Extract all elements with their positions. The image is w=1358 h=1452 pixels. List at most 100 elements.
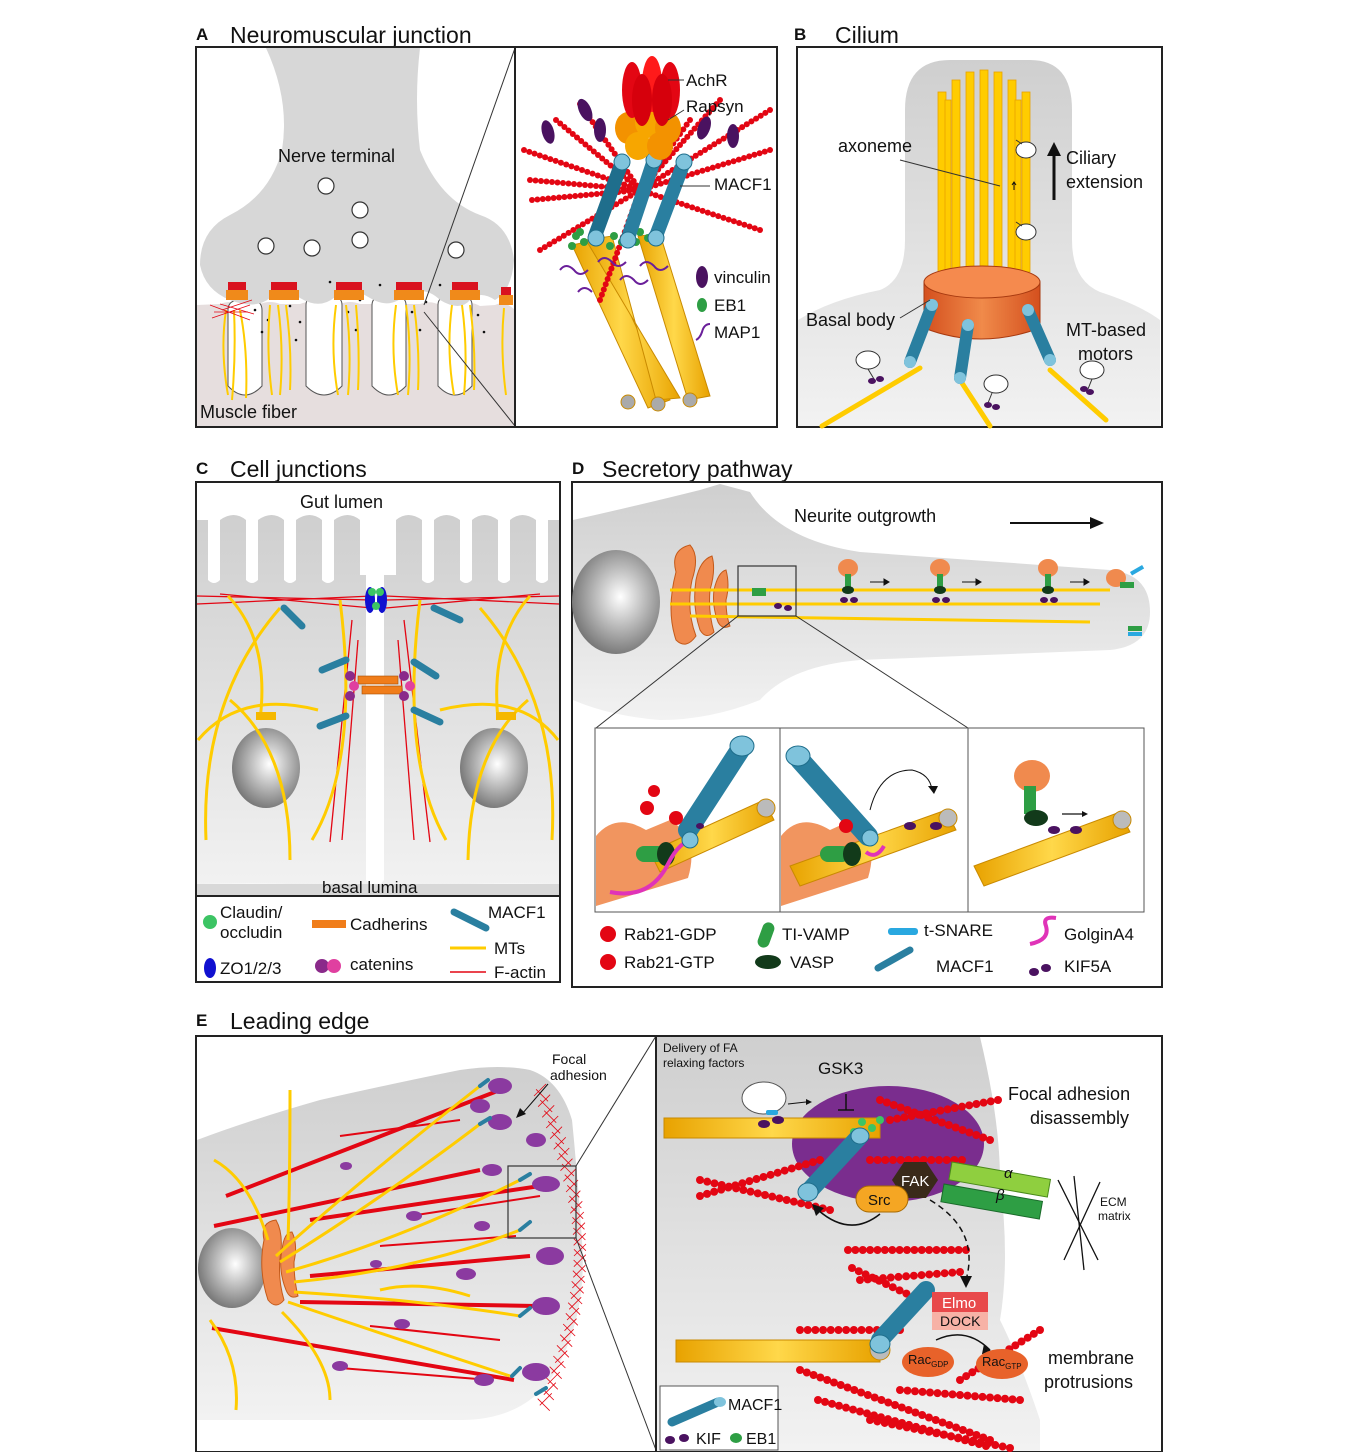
legend-f-actin: F-actin [494, 963, 546, 982]
motors-label-2: motors [1078, 344, 1133, 364]
actin-bead [556, 195, 562, 201]
actin-bead [918, 1246, 926, 1254]
zoom-step-1 [595, 728, 780, 912]
actin-bead [601, 287, 607, 293]
actin-bead [896, 1286, 904, 1294]
actin-bead [826, 1206, 834, 1214]
actin-bead [538, 178, 544, 184]
actin-bead [925, 1428, 933, 1436]
gsk3-label: GSK3 [818, 1059, 863, 1078]
actin-bead [757, 150, 763, 156]
actin-bead [918, 1426, 926, 1434]
beta-label: β [995, 1187, 1005, 1204]
legend-zo: ZO1/2/3 [220, 959, 281, 978]
actin-bead [694, 169, 700, 175]
actin-bead [775, 1194, 783, 1202]
actin-bead [855, 1267, 863, 1275]
actin-bead [579, 167, 585, 173]
actin-bead [583, 192, 589, 198]
panel-c-letter: C [196, 459, 208, 478]
actin-bead [938, 1119, 946, 1127]
actin-bead [653, 192, 659, 198]
legend-macf1-d: MACF1 [936, 957, 994, 976]
actin-bead [856, 1276, 864, 1284]
panel-a-letter: A [196, 25, 208, 44]
actin-bead [603, 281, 609, 287]
panel-e-title: Leading edge [230, 1008, 369, 1034]
actin-bead [889, 1156, 897, 1164]
actin-bead [705, 166, 711, 172]
actin-bead [959, 1126, 967, 1134]
actin-bead [747, 1188, 755, 1196]
legend-e-kif: KIF [696, 1431, 721, 1448]
legend-claudin-1: Claudin/ [220, 903, 283, 922]
actin-bead [626, 186, 632, 192]
actin-bead [736, 220, 742, 226]
nerve-terminal-label: Nerve terminal [278, 146, 395, 166]
basal-lumina-label: basal lumina [322, 878, 418, 897]
actin-bead [956, 1268, 964, 1276]
actin-bead [1009, 1395, 1017, 1403]
actin-bead [866, 1156, 874, 1164]
map1-label: MAP1 [714, 323, 760, 342]
legend-mts: MTs [494, 939, 525, 958]
actin-bead [984, 1440, 992, 1448]
actin-bead [903, 1246, 911, 1254]
actin-bead [881, 1246, 889, 1254]
actin-bead [544, 179, 550, 185]
actin-bead [577, 182, 583, 188]
actin-bead [705, 210, 711, 216]
legend-rab21-gdp: Rab21-GDP [624, 925, 717, 944]
actin-bead [896, 1386, 904, 1394]
panel-e: E Leading edge [196, 1008, 1162, 1452]
actin-bead [699, 168, 705, 174]
actin-bead [910, 1246, 918, 1254]
legend-cadherins: Cadherins [350, 915, 428, 934]
actin-bead [621, 186, 627, 192]
actin-bead [994, 1394, 1002, 1402]
actin-bead [542, 154, 548, 160]
actin-bead [725, 160, 731, 166]
actin-bead [752, 1175, 760, 1183]
neuron-nucleus [572, 550, 660, 654]
actin-bead [952, 1124, 960, 1132]
actin-bead [910, 1272, 918, 1280]
vinculin-legend-icon [696, 266, 708, 288]
alpha-label: α [1004, 1165, 1013, 1182]
actin-bead [796, 1326, 804, 1334]
delivery-label-1: Delivery of FA [663, 1041, 738, 1055]
actin-bead [883, 1099, 891, 1107]
actin-bead [827, 1326, 835, 1334]
actin-bead [940, 1246, 948, 1254]
actin-bead [527, 177, 533, 183]
legend-ti-vamp: TI-VAMP [782, 925, 850, 944]
panel-c: C Cell junctions Gut lumen basal lumina [196, 456, 560, 982]
actin-bead [593, 183, 599, 189]
actin-bead [927, 1156, 935, 1164]
actin-bead [537, 152, 543, 158]
actin-bead [767, 1171, 775, 1179]
actin-bead [563, 162, 569, 168]
actin-bead [599, 184, 605, 190]
actin-bead [549, 179, 555, 185]
actin-bead [590, 171, 596, 177]
actin-bead [954, 1434, 962, 1442]
neurite-outgrowth-label: Neurite outgrowth [794, 506, 936, 526]
fa-disassembly-label-2: disassembly [1030, 1108, 1129, 1128]
rapsyn-label: Rapsyn [686, 97, 744, 116]
actin-bead [607, 271, 613, 277]
legend-rab21-gtp: Rab21-GTP [624, 953, 715, 972]
actin-bead [720, 161, 726, 167]
actin-bead [717, 1186, 725, 1194]
legend-e-eb1: EB1 [746, 1431, 776, 1448]
actin-bead [658, 181, 664, 187]
actin-bead [876, 1096, 884, 1104]
dock-label: DOCK [940, 1313, 981, 1329]
actin-bead [850, 1326, 858, 1334]
actin-bead [935, 1156, 943, 1164]
actin-bead [896, 1246, 904, 1254]
actin-bead [715, 163, 721, 169]
legend-vasp: VASP [790, 953, 834, 972]
actin-bead [948, 1269, 956, 1277]
legend-t-snare: t-SNARE [924, 921, 993, 940]
